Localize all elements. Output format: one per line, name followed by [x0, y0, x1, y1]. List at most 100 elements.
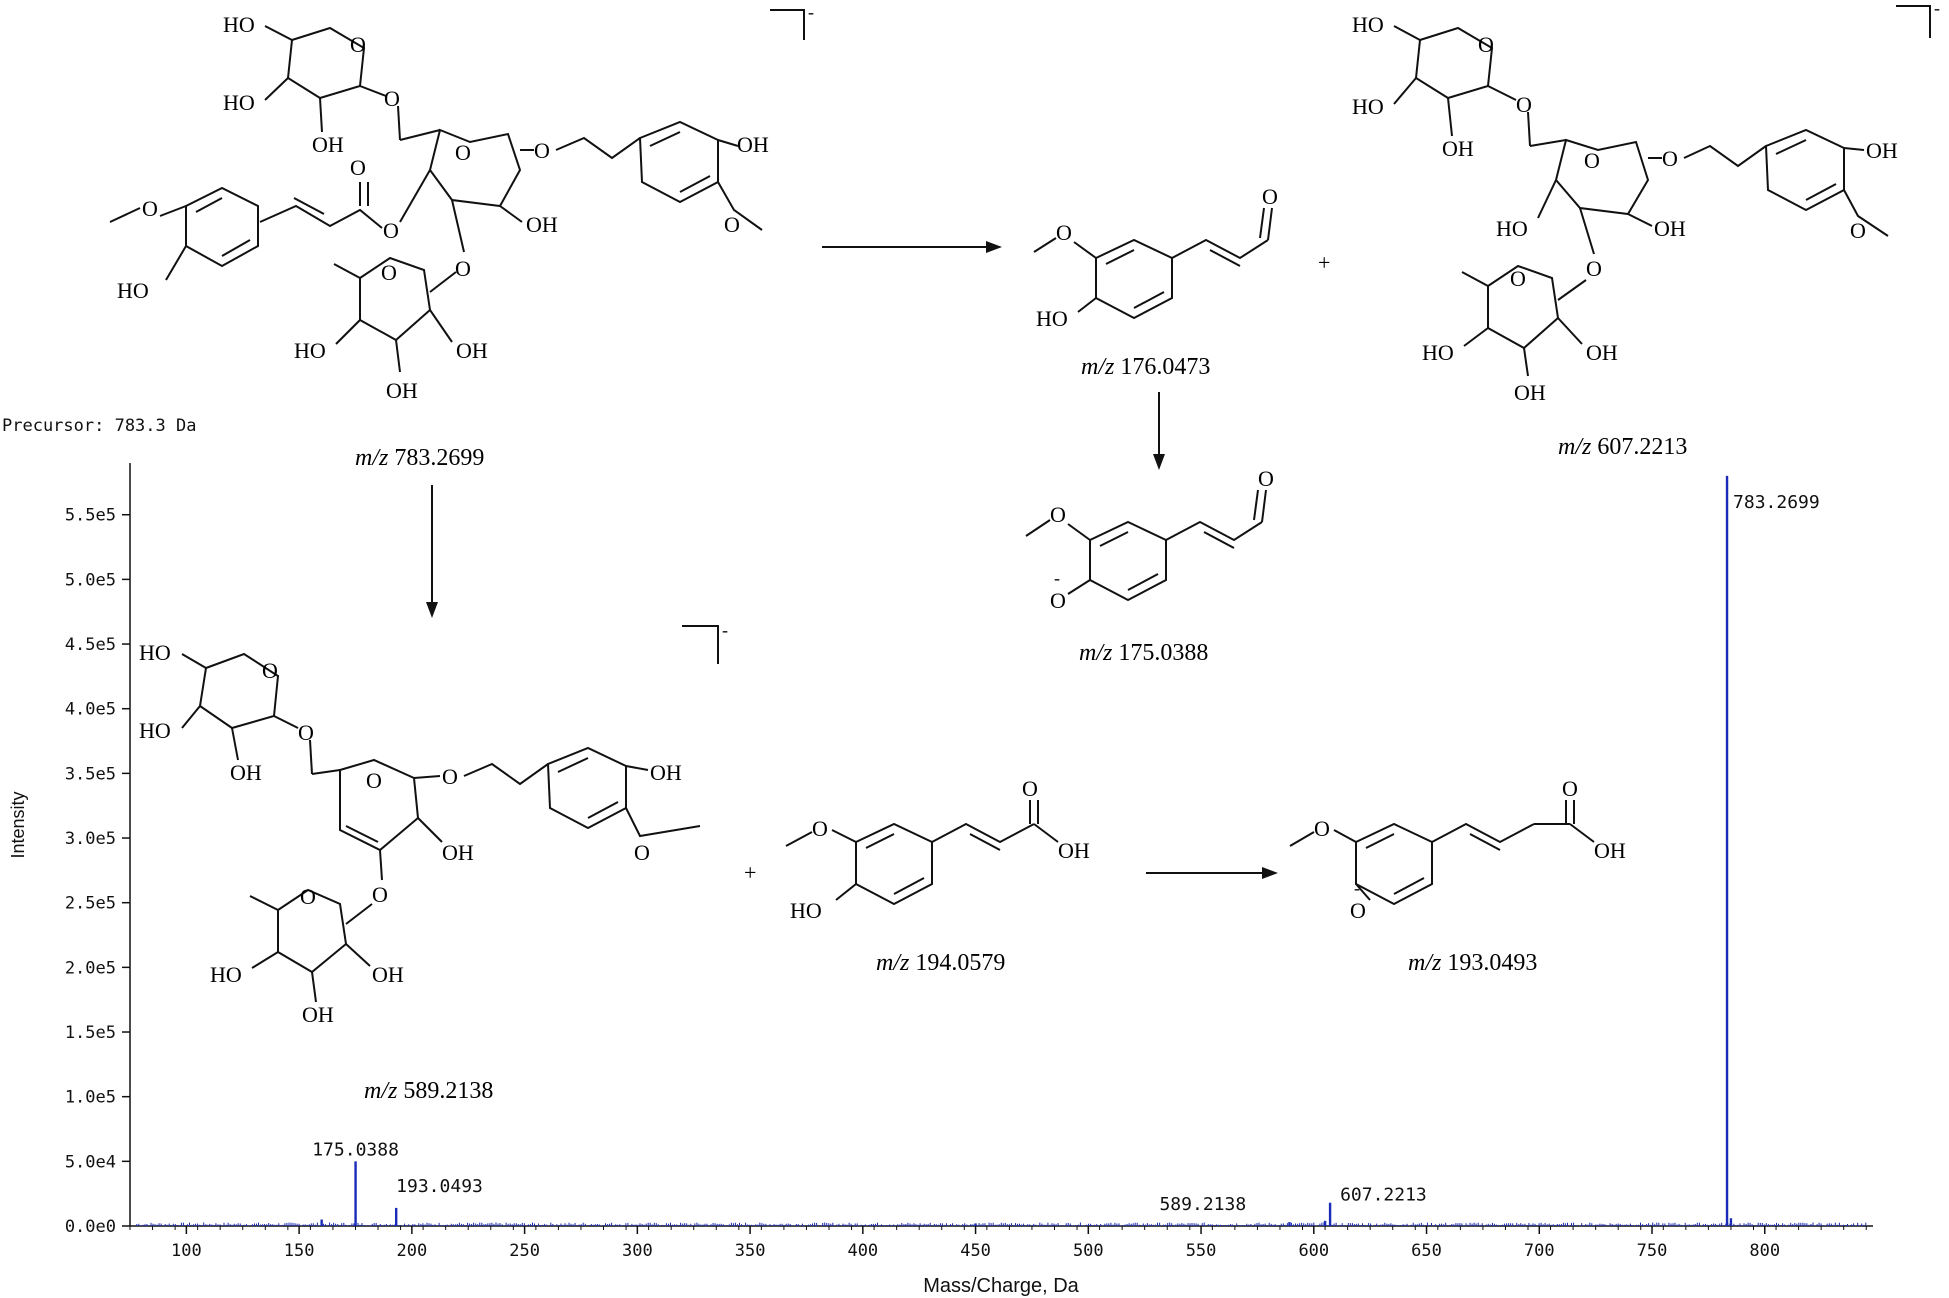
atom-o: O [142, 196, 158, 221]
atom-oh: OH [442, 840, 474, 865]
atom-oh: OH [737, 132, 769, 157]
atom-o: O [812, 816, 828, 841]
atom-oh: OH [1586, 340, 1618, 365]
mz-label-783: m/z 783.2699 [355, 445, 484, 471]
x-tick-label: 750 [1637, 1241, 1668, 1261]
atom-oh: OH [1866, 138, 1898, 163]
x-tick-label: 300 [622, 1241, 653, 1261]
x-tick-label: 550 [1186, 1241, 1217, 1261]
x-tick-label: 500 [1073, 1241, 1104, 1261]
atom-oh: OH [1654, 216, 1686, 241]
atom-ho: HO [1352, 12, 1384, 37]
atom-ho: HO [1036, 306, 1068, 331]
atom-o: O [384, 86, 400, 111]
atom-o: O [1584, 148, 1600, 173]
atom-o: O [262, 658, 278, 683]
atom-ho: HO [139, 718, 171, 743]
x-tick-label: 700 [1524, 1241, 1555, 1261]
atom-o: O [455, 256, 471, 281]
atom-ho: HO [790, 898, 822, 923]
y-tick-label: 3.5e5 [65, 764, 116, 784]
atom-o: O [1314, 816, 1330, 841]
charge-sign: - [1354, 878, 1360, 898]
precursor-label: Precursor: 783.3 Da [2, 416, 196, 436]
atom-o: O [1056, 220, 1072, 245]
atom-o: O [381, 260, 397, 285]
charge-sign: - [1054, 568, 1060, 588]
peak-label: 783.2699 [1733, 492, 1820, 513]
atom-o: O [1586, 256, 1602, 281]
atom-oh: OH [1514, 380, 1546, 405]
atom-o: O [455, 140, 471, 165]
mz-label-607: m/z 607.2213 [1558, 434, 1687, 460]
atom-oh: OH [650, 760, 682, 785]
y-tick-label: 5.5e5 [65, 506, 116, 526]
atom-o: O [350, 32, 366, 57]
atom-o: O [442, 764, 458, 789]
atom-ho: HO [139, 640, 171, 665]
mz-label-589: m/z 589.2138 [364, 1078, 493, 1104]
atom-o: O [1050, 502, 1066, 527]
atom-oh: OH [526, 212, 558, 237]
atom-o: O [1516, 92, 1532, 117]
y-tick-label: 0.0e0 [65, 1217, 116, 1237]
x-tick-label: 400 [847, 1241, 878, 1261]
atom-o: O [1478, 32, 1494, 57]
x-tick-label: 250 [509, 1241, 540, 1261]
charge-sign: - [1934, 0, 1940, 18]
structure-frag-607: HO HO OH O O O O OH O HO OH [1352, 0, 1940, 460]
mz-label-175: m/z 175.0388 [1079, 640, 1208, 666]
atom-o: O [350, 155, 366, 180]
plus-sign: + [744, 860, 756, 885]
y-tick-label: 1.5e5 [65, 1023, 116, 1043]
y-tick-label: 1.0e5 [65, 1088, 116, 1108]
x-tick-label: 150 [284, 1241, 315, 1261]
atom-oh: OH [1058, 838, 1090, 863]
atom-oh: OH [386, 378, 418, 403]
y-tick-label: 5.0e5 [65, 570, 116, 590]
atom-o: O [298, 720, 314, 745]
ms-spectrum-chart: Precursor: 783.3 Da 0.0e05.0e41.0e51.5e5… [2, 416, 1873, 1297]
atom-oh: OH [230, 760, 262, 785]
x-tick-label: 650 [1411, 1241, 1442, 1261]
atom-o: O [1850, 218, 1866, 243]
y-tick-label: 4.0e5 [65, 700, 116, 720]
atom-o: O [1262, 184, 1278, 209]
structure-frag-589: HO HO OH O O O O OH O OH O [139, 620, 756, 1104]
atom-ho: HO [1422, 340, 1454, 365]
atom-o: O [300, 884, 316, 909]
atom-o: O [1510, 266, 1526, 291]
atom-oh: OH [1442, 136, 1474, 161]
atom-ho: HO [1352, 94, 1384, 119]
y-tick-label: 4.5e5 [65, 635, 116, 655]
y-tick-label: 2.5e5 [65, 894, 116, 914]
atom-oh: OH [302, 1002, 334, 1027]
x-tick-label: 350 [735, 1241, 766, 1261]
atom-ho: HO [223, 90, 255, 115]
fragmentation-scheme: HO HO OH O O O O OH O OH [109, 0, 1940, 1104]
atom-o: O [372, 882, 388, 907]
plus-sign: + [1318, 250, 1330, 275]
mz-label-176: m/z 176.0473 [1081, 354, 1210, 380]
structure-frag-193: O OH O O - m/z 193.0493 [1289, 776, 1626, 976]
peak-label: 175.0388 [312, 1139, 399, 1160]
atom-o: O [724, 212, 740, 237]
structure-frag-176: O O HO m/z 176.0473 + [1033, 184, 1330, 380]
x-tick-label: 200 [396, 1241, 427, 1261]
x-tick-label: 450 [960, 1241, 991, 1261]
atom-oh: OH [372, 962, 404, 987]
y-tick-label: 3.0e5 [65, 829, 116, 849]
atom-o: O [1022, 776, 1038, 801]
atom-o: O [1258, 466, 1274, 491]
charge-sign: - [722, 620, 728, 640]
structure-frag-194: O OH O HO m/z 194.0579 [785, 776, 1090, 976]
structure-precursor: HO HO OH O O O O OH O OH [109, 2, 814, 471]
atom-o: O [1050, 588, 1066, 613]
charge-sign: - [808, 2, 814, 22]
y-axis-ticks: 0.0e05.0e41.0e51.5e52.0e52.5e53.0e53.5e5… [65, 506, 130, 1237]
mz-label-193: m/z 193.0493 [1408, 950, 1537, 976]
atom-oh: OH [456, 338, 488, 363]
atom-o: O [1562, 776, 1578, 801]
